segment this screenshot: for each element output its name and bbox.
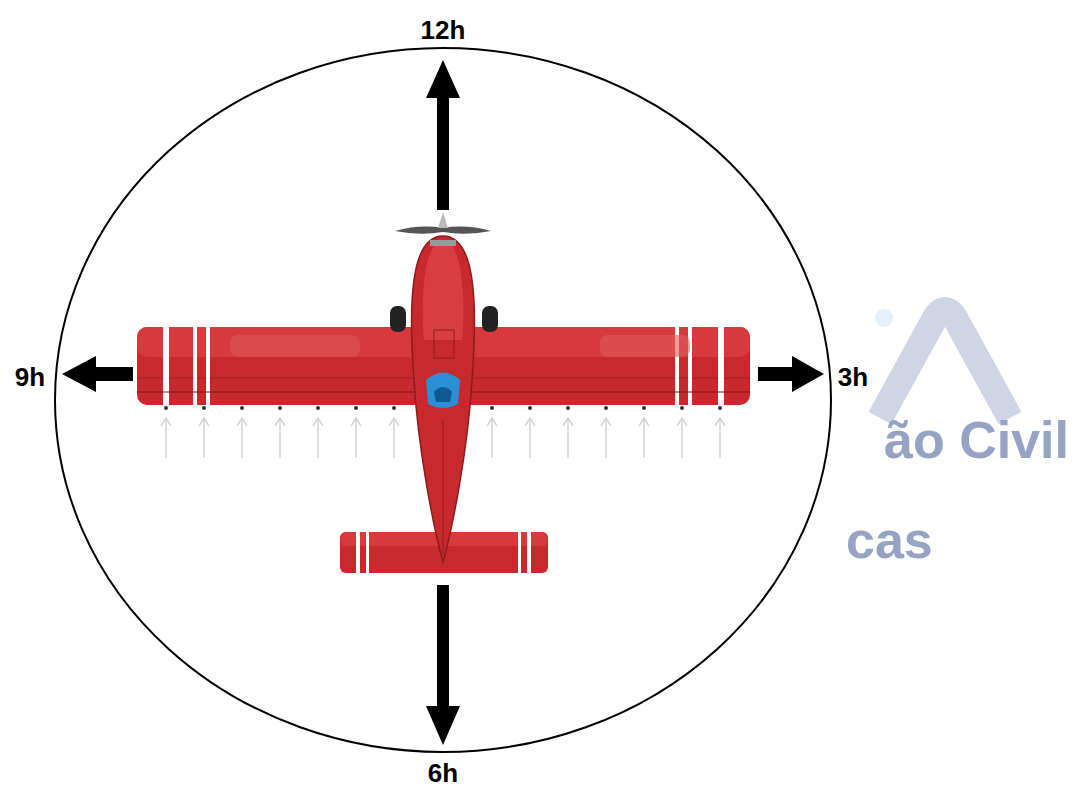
spray-arrow xyxy=(351,418,361,458)
spray-arrow xyxy=(313,418,323,458)
watermark-logo xyxy=(875,309,1010,418)
spray-arrow xyxy=(715,418,725,458)
arrow-9h xyxy=(62,356,133,392)
spray-nozzle xyxy=(164,406,168,410)
spray-nozzle xyxy=(680,406,684,410)
spray-arrow xyxy=(275,418,285,458)
clock-label: 3h xyxy=(838,364,868,390)
arrow-6h xyxy=(426,585,460,745)
spray-nozzle xyxy=(604,406,608,410)
spray-arrow xyxy=(563,418,573,458)
spray-nozzle xyxy=(278,406,282,410)
spray-nozzle xyxy=(528,406,532,410)
clock-label: 9h xyxy=(15,364,45,390)
spray-arrow xyxy=(199,418,209,458)
clock-label: 6h xyxy=(428,760,458,786)
clock-circle xyxy=(55,48,831,752)
spray-arrow xyxy=(237,418,247,458)
watermark-text: cas xyxy=(846,514,933,566)
watermark-text: ão Civil xyxy=(884,414,1069,466)
direction-arrows xyxy=(62,60,824,745)
spray-nozzle xyxy=(642,406,646,410)
spray-arrow xyxy=(161,418,171,458)
spray-nozzle xyxy=(392,406,396,410)
spray-arrow xyxy=(601,418,611,458)
spray-nozzle xyxy=(202,406,206,410)
spray-nozzle xyxy=(490,406,494,410)
spray-arrow xyxy=(487,418,497,458)
spray-arrow xyxy=(525,418,535,458)
spray-nozzle xyxy=(354,406,358,410)
spray-nozzle xyxy=(316,406,320,410)
spray-arrow xyxy=(389,418,399,458)
propeller xyxy=(395,212,491,246)
spray-arrow xyxy=(639,418,649,458)
wheel xyxy=(482,306,498,332)
arrow-12h xyxy=(426,60,460,210)
spray-nozzle xyxy=(240,406,244,410)
wheel xyxy=(390,306,406,332)
arrow-3h xyxy=(758,356,824,392)
spray-arrow xyxy=(677,418,687,458)
spray-nozzle xyxy=(566,406,570,410)
spray-nozzle xyxy=(718,406,722,410)
fuselage xyxy=(411,236,474,562)
clock-label: 12h xyxy=(421,17,466,43)
